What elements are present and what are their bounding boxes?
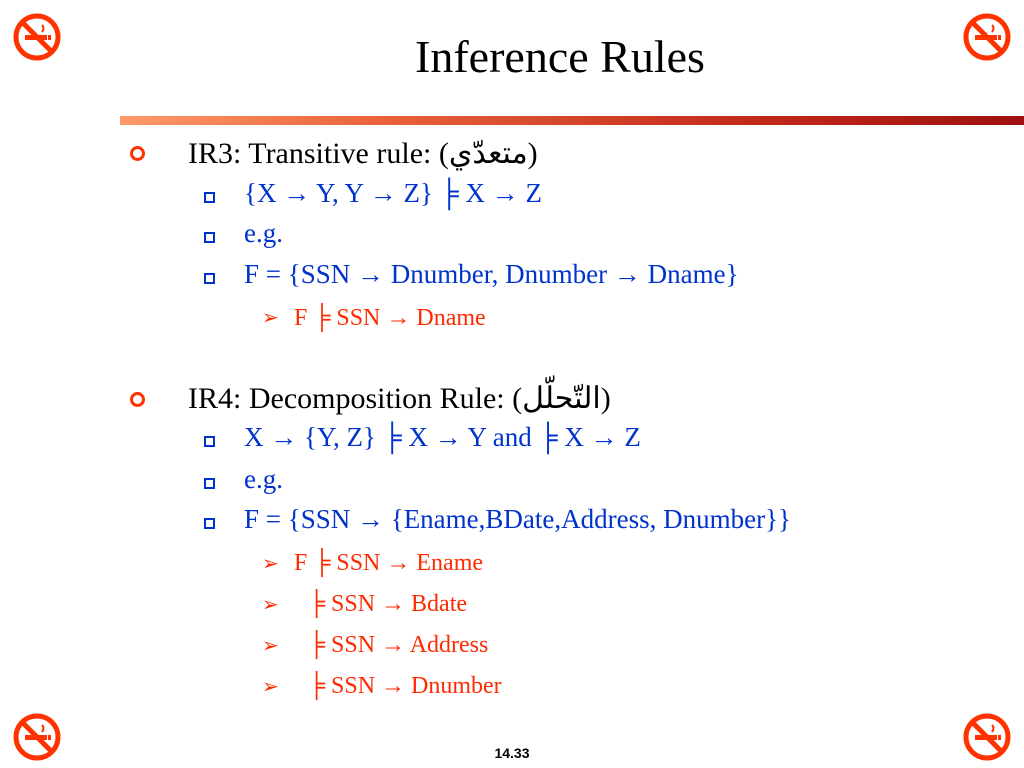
list-item: e.g. [244,464,283,494]
arrowhead-bullet-icon: ➢ [262,553,279,575]
title-divider [120,116,1024,125]
page-title: Inference Rules [415,31,705,82]
no-smoking-sign-icon [962,12,1012,62]
list-subitem: ╞ SSN → Address [308,632,489,658]
arrowhead-bullet-icon: ➢ [262,676,279,698]
square-bullet-icon [204,192,215,203]
square-bullet-icon [204,436,215,447]
list-item: X → {Y, Z} ╞ X → Y and ╞ X → Z [244,422,641,452]
arrowhead-bullet-icon: ➢ [262,594,279,616]
no-smoking-sign-icon [962,712,1012,762]
no-smoking-sign-icon [12,712,62,762]
list-item: {X → Y, Y → Z} ╞ X → Z [244,178,543,208]
list-subitem: F ╞ SSN → Ename [294,550,484,576]
no-smoking-sign-icon [12,12,62,62]
arrowhead-bullet-icon: ➢ [262,635,279,657]
square-bullet-icon [204,232,215,243]
list-item: F = {SSN → Dnumber, Dnumber → Dname} [244,259,739,289]
section-heading-ir4: IR4: Decomposition Rule: (التّحلّل) [188,382,611,415]
square-bullet-icon [204,518,215,529]
list-item: F = {SSN → {Ename,BDate,Address, Dnumber… [244,504,792,534]
square-bullet-icon [204,273,215,284]
page-number: 14.33 [494,745,530,761]
arrowhead-bullet-icon: ➢ [262,307,279,329]
list-subitem: F ╞ SSN → Dname [294,305,486,331]
circle-bullet-icon [130,392,145,407]
section-heading-ir3: IR3: Transitive rule: (متعدّي) [188,137,538,170]
circle-bullet-icon [130,146,145,161]
square-bullet-icon [204,478,215,489]
list-subitem: ╞ SSN → Bdate [308,591,468,617]
list-item: e.g. [244,218,283,248]
list-subitem: ╞ SSN → Dnumber [308,673,502,699]
